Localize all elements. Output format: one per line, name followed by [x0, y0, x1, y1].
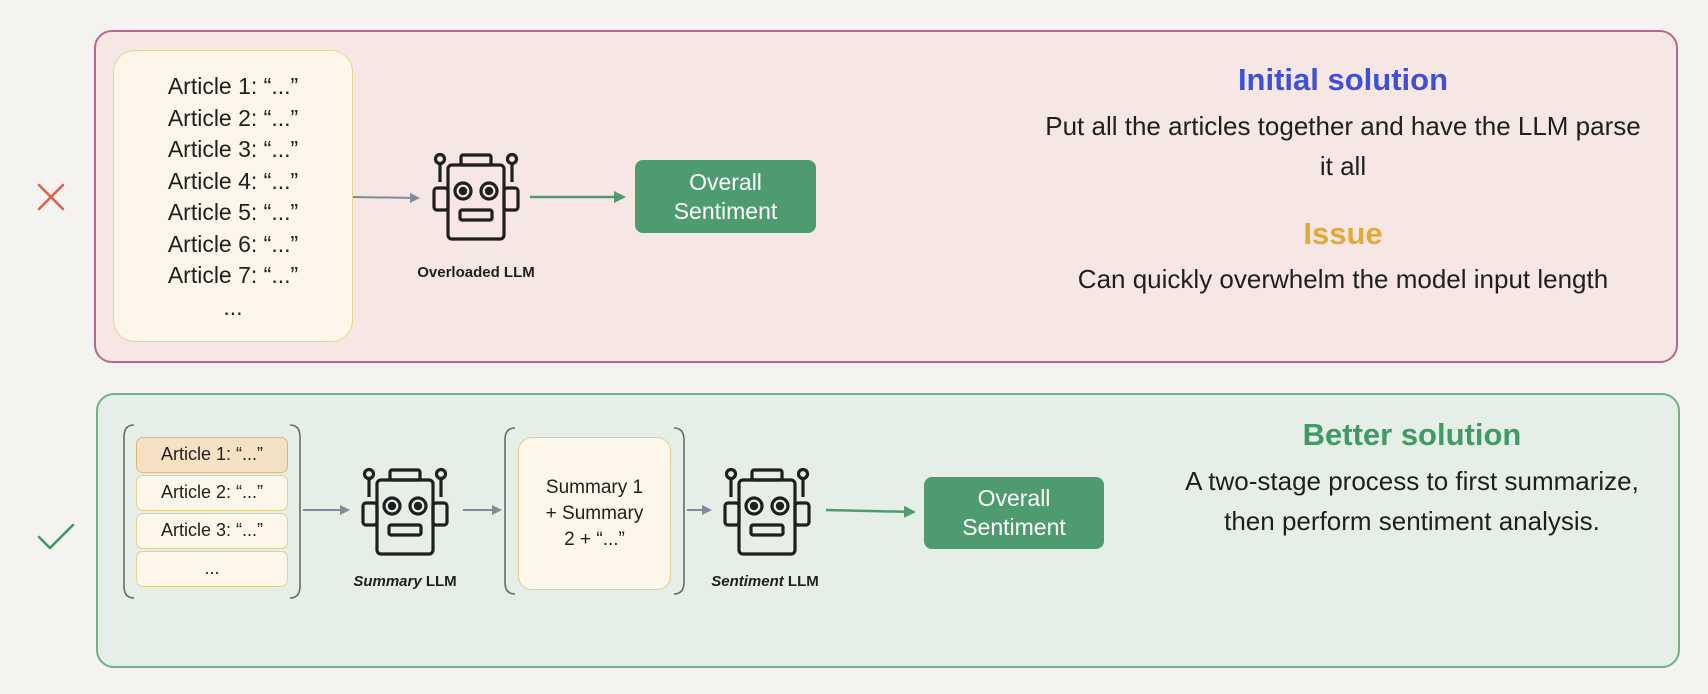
- article-line: Article 3: “...”: [167, 136, 299, 162]
- article-item: Article 1: “...”: [136, 437, 288, 473]
- check-icon: [36, 522, 76, 552]
- article-line: Article 2: “...”: [167, 104, 299, 131]
- summary-box: Summary 1 + Summary 2 + “...”: [518, 437, 671, 590]
- cross-icon: [36, 182, 66, 212]
- summary-line: 2 + “...”: [564, 528, 625, 550]
- sentiment-llm-label-rest: LLM: [783, 573, 819, 590]
- initial-solution-heading: Initial solution: [1237, 62, 1449, 97]
- overall-sentiment-box: Overall Sentiment: [924, 477, 1104, 549]
- article-item: Article 3: “...”: [136, 513, 288, 549]
- article-line: Article 7: “...”: [167, 262, 299, 288]
- robot-icon: [424, 148, 528, 248]
- result-line: Overall: [689, 168, 762, 195]
- better-solution-text: A two-stage process to first summarize, …: [1185, 466, 1639, 536]
- issue-text: Can quickly overwhelm the model input le…: [1077, 264, 1609, 294]
- overloaded-llm-label: Overloaded LLM: [417, 264, 535, 281]
- robot-icon: [353, 463, 457, 563]
- article-list-box: Article 1: “...” Article 2: “...” Articl…: [113, 50, 353, 342]
- article-line: ...: [223, 293, 243, 320]
- summary-llm-label-rest: LLM: [421, 573, 457, 590]
- sentiment-llm-label-italic: Sentiment: [711, 573, 784, 590]
- result-line: Sentiment: [673, 197, 778, 224]
- result-line: Sentiment: [962, 514, 1066, 540]
- bracket-right: [673, 427, 685, 595]
- robot-icon: [715, 463, 819, 563]
- summary-line: Summary 1: [545, 476, 644, 498]
- better-solution-panel: [96, 393, 1680, 668]
- issue-heading: Issue: [1303, 216, 1383, 251]
- bracket-left: [504, 427, 516, 595]
- better-solution-heading: Better solution: [1302, 417, 1522, 452]
- bracket-right: [289, 424, 301, 599]
- article-item: Article 2: “...”: [136, 475, 288, 511]
- arrow-sentiment-llm-to-result: [825, 505, 916, 518]
- arrow-articles-to-llm: [352, 192, 420, 203]
- initial-solution-text: Put all the articles together and have t…: [1045, 111, 1641, 181]
- result-line: Overall: [977, 485, 1051, 511]
- summary-line: + Summary: [545, 502, 644, 524]
- article-line: Article 6: “...”: [167, 230, 299, 257]
- article-item: ...: [136, 551, 288, 587]
- overall-sentiment-box: Overall Sentiment: [635, 160, 816, 233]
- summary-llm-label: Summary LLM: [335, 573, 475, 590]
- summary-llm-label-italic: Summary: [353, 573, 422, 590]
- article-line: Article 1: “...”: [167, 73, 299, 99]
- article-line: Article 5: “...”: [167, 199, 299, 225]
- sentiment-llm-label: Sentiment LLM: [695, 573, 835, 590]
- bracket-left: [123, 424, 135, 599]
- article-line: Article 4: “...”: [167, 167, 299, 194]
